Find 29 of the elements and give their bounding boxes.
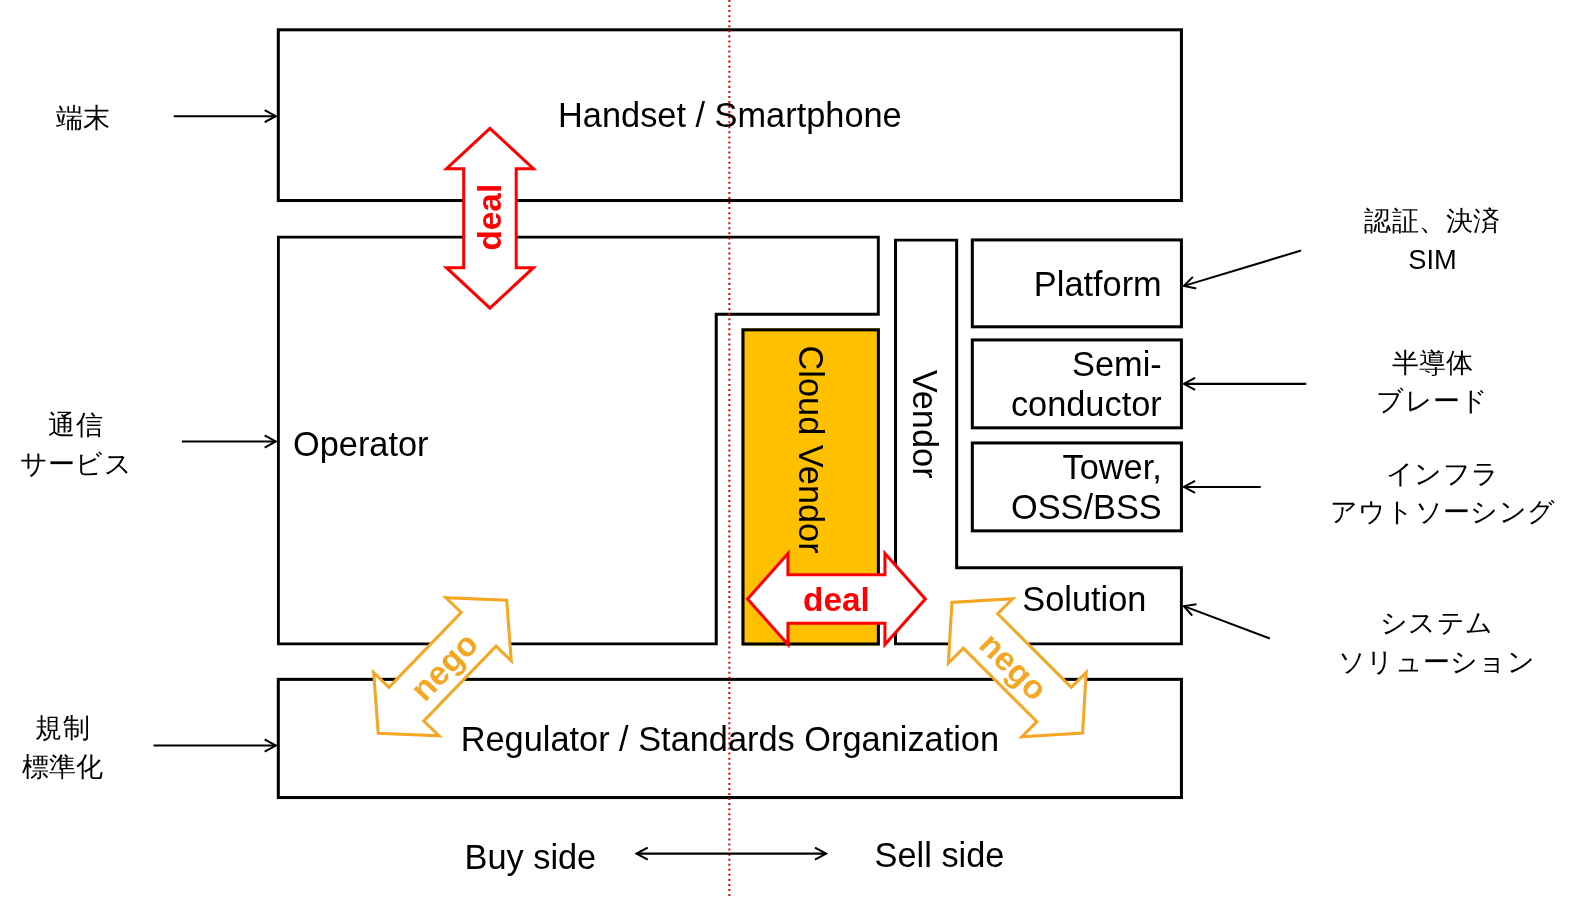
side-label: インフラアウトソーシング [1301, 454, 1584, 532]
axis-label: Buy side [464, 837, 597, 876]
arrow [181, 434, 277, 449]
axis-label: Sell side [874, 835, 1005, 874]
arrow [1182, 479, 1261, 494]
arrow [1182, 249, 1302, 290]
arrow [635, 846, 828, 861]
box-label: Semi-conductor [1009, 343, 1162, 425]
side-label: 半導体ブレード [1346, 343, 1519, 421]
side-label: 認証、決済 SIM [1341, 202, 1524, 279]
box-label: Tower, OSS/BSS [1009, 446, 1162, 528]
side-label: 端末 [32, 99, 134, 138]
side-label: 通信サービス [10, 406, 142, 483]
box-label: Regulator / Standards Organization [460, 718, 1000, 759]
arrow [1182, 376, 1307, 391]
arrow [1182, 603, 1271, 640]
box-label: Operator [292, 423, 429, 464]
layer-box [970, 238, 1183, 329]
side-label: システムソリューション [1310, 604, 1563, 681]
arrow [153, 738, 277, 753]
side-label: 規制標準化 [12, 709, 114, 786]
arrow [173, 109, 277, 124]
layer-box [970, 338, 1183, 430]
box-label: Platform [1033, 263, 1162, 304]
box-label: Handset / Smartphone [558, 94, 902, 136]
layer-box [970, 441, 1183, 533]
box-label: Cloud Vendor [790, 345, 831, 554]
box-label: Vendor [905, 369, 946, 479]
box-label: Solution [1022, 578, 1147, 620]
